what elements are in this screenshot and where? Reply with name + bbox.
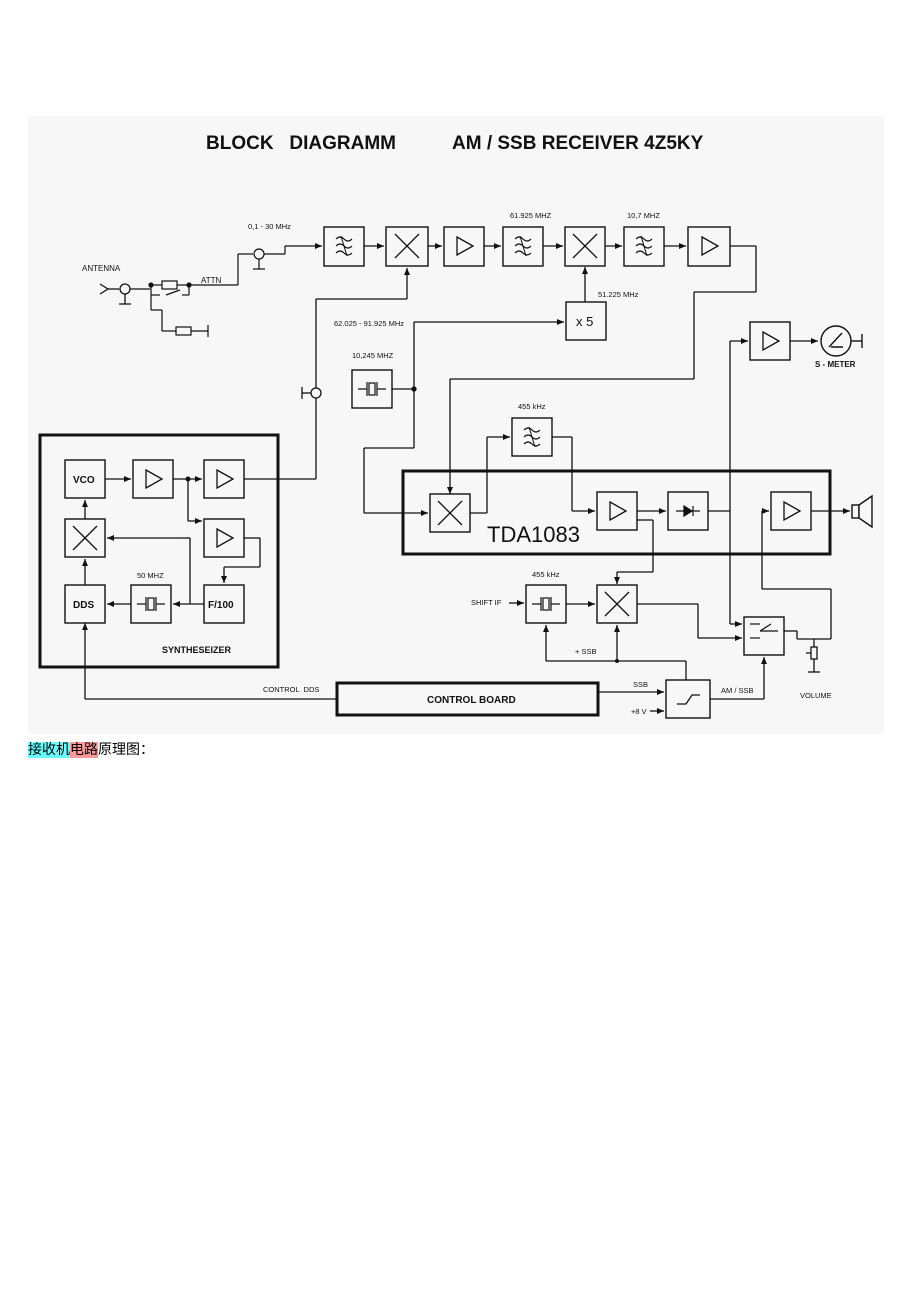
- antenna-icon: [99, 283, 131, 305]
- mixer2-block: [564, 226, 606, 267]
- reference-crystal-block: [130, 584, 172, 624]
- ssb-label: SSB: [633, 680, 648, 689]
- attn-label: ATTN: [201, 276, 222, 285]
- caption-highlight-cyan: 接收机: [28, 742, 70, 758]
- filter-455-block: [511, 417, 553, 457]
- diagram-background: [28, 116, 884, 734]
- diagram-title-right: AM / SSB RECEIVER 4Z5KY: [452, 133, 704, 154]
- if2-freq-label: 10,7 MHZ: [627, 211, 660, 220]
- attenuator-network: [130, 246, 286, 337]
- synth-buffer-amp1-block: [132, 459, 174, 499]
- synthesizer-box: [38, 433, 280, 669]
- divider-block: F/100: [203, 584, 245, 624]
- shift-if-label: SHIFT IF: [471, 598, 502, 607]
- antenna-label: ANTENNA: [82, 264, 121, 273]
- filter-455-label: 455 kHz: [518, 402, 546, 411]
- block-diagram: BLOCK DIAGRAMM AM / SSB RECEIVER 4Z5KY A…: [38, 133, 873, 719]
- s-meter-label: S - METER: [815, 360, 856, 369]
- if1-amp-block: [443, 226, 485, 267]
- volume-label: VOLUME: [800, 691, 832, 700]
- rf-range-label: 0,1 - 30 MHz: [248, 222, 291, 231]
- synth-mixer-block: [64, 518, 106, 558]
- if2-amp-block: [687, 226, 731, 267]
- dds-block: DDS: [64, 584, 106, 624]
- ssb-filter-label: 455 kHz: [532, 570, 560, 579]
- caption-highlight-pink: 电路: [70, 742, 98, 758]
- product-detector-block: [596, 584, 638, 624]
- comparator-block: [665, 679, 711, 719]
- synth-buffer-amp2-block: [203, 459, 245, 499]
- control-board-label: CONTROL BOARD: [427, 695, 516, 706]
- audio-amp-block: [770, 491, 812, 531]
- vco-block: VCO: [64, 459, 106, 499]
- plus-ssb-label: + SSB: [575, 647, 596, 656]
- s-meter-icon: [820, 325, 863, 357]
- ref-freq-label: 50 MHZ: [137, 571, 164, 580]
- dds-label: DDS: [73, 600, 94, 611]
- caption: 接收机电路原理图：: [28, 741, 154, 759]
- detector-block: [667, 491, 709, 531]
- lo2-freq-label: 51.225 MHz: [598, 290, 639, 299]
- lo1-range-label: 62.025 - 91.925 MHz: [334, 319, 404, 328]
- xtal-freq-label: 10,245 MHZ: [352, 351, 394, 360]
- if1-freq-label: 61.925 MHZ: [510, 211, 552, 220]
- tda1083-box: [401, 469, 832, 556]
- caption-text: 原理图：: [98, 742, 154, 758]
- s-meter-amp-block: [749, 321, 791, 361]
- ssb-crystal-block: [525, 584, 567, 624]
- synthesizer-label: SYNTHESEIZER: [162, 645, 232, 655]
- tda-if-amp-block: [596, 491, 638, 531]
- tda1083-label: TDA1083: [487, 522, 580, 547]
- plus-8v-label: +8 V: [631, 707, 647, 716]
- rf-filter-block: [323, 226, 365, 267]
- volume-potentiometer-icon: [806, 639, 820, 673]
- f100-label: F/100: [208, 600, 234, 611]
- am-ssb-label: AM / SSB: [721, 686, 754, 695]
- diode-icon: [676, 504, 700, 518]
- speaker-icon: [851, 494, 873, 529]
- am-ssb-switch-block: [743, 616, 785, 656]
- multiplier-block: x 5: [565, 301, 607, 341]
- lo-output-connector-icon: [301, 387, 322, 399]
- mixer1-block: [385, 226, 429, 267]
- multiplier-label: x 5: [576, 314, 593, 329]
- control-dds-label: CONTROL DDS: [263, 685, 319, 694]
- diagram-title-left: BLOCK DIAGRAMM: [206, 133, 396, 154]
- synth-amp3-block: [203, 518, 245, 558]
- if1-filter-block: [502, 226, 544, 267]
- vco-label: VCO: [73, 475, 95, 486]
- crystal-oscillator-block: [351, 369, 393, 409]
- if2-filter-block: [623, 226, 665, 267]
- tda-mixer-block: [429, 493, 471, 533]
